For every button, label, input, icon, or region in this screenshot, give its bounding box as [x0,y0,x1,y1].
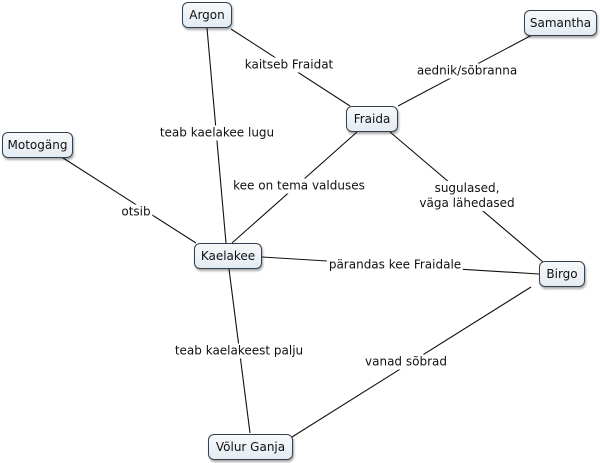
edge-label-argon-kaelakee: teab kaelakee lugu [157,125,277,141]
node-motogang[interactable]: Motogäng [2,132,73,158]
edge-label-argon-fraida: kaitseb Fraidat [242,57,336,73]
edge-label-fraida-kaelakee: kee on tema valduses [231,178,367,194]
node-samantha[interactable]: Samantha [524,10,597,36]
node-volur-ganja[interactable]: Võlur Ganja [208,434,293,460]
node-birgo[interactable]: Birgo [539,261,585,287]
node-kaelakee[interactable]: Kaelakee [194,243,262,269]
edge-label-samantha-fraida: aednik/sõbranna [414,63,520,79]
edge-label-motogang-kaelakee: otsib [119,204,153,220]
edge-label-kaelakee-birgo: pärandas kee Fraidale [326,257,464,273]
edge-label-fraida-birgo: sugulased, väga lähedased [417,181,517,211]
edge-label-fraida-birgo-line2: väga lähedased [419,196,515,210]
edge-label-kaelakee-volur: teab kaelakeest palju [172,343,306,359]
node-argon[interactable]: Argon [182,2,232,28]
edge-motogang-kaelakee [59,155,197,244]
edge-label-fraida-birgo-line1: sugulased, [434,181,500,195]
node-fraida[interactable]: Fraida [346,106,398,132]
edge-label-birgo-volur: vanad sõbrad [363,354,449,370]
